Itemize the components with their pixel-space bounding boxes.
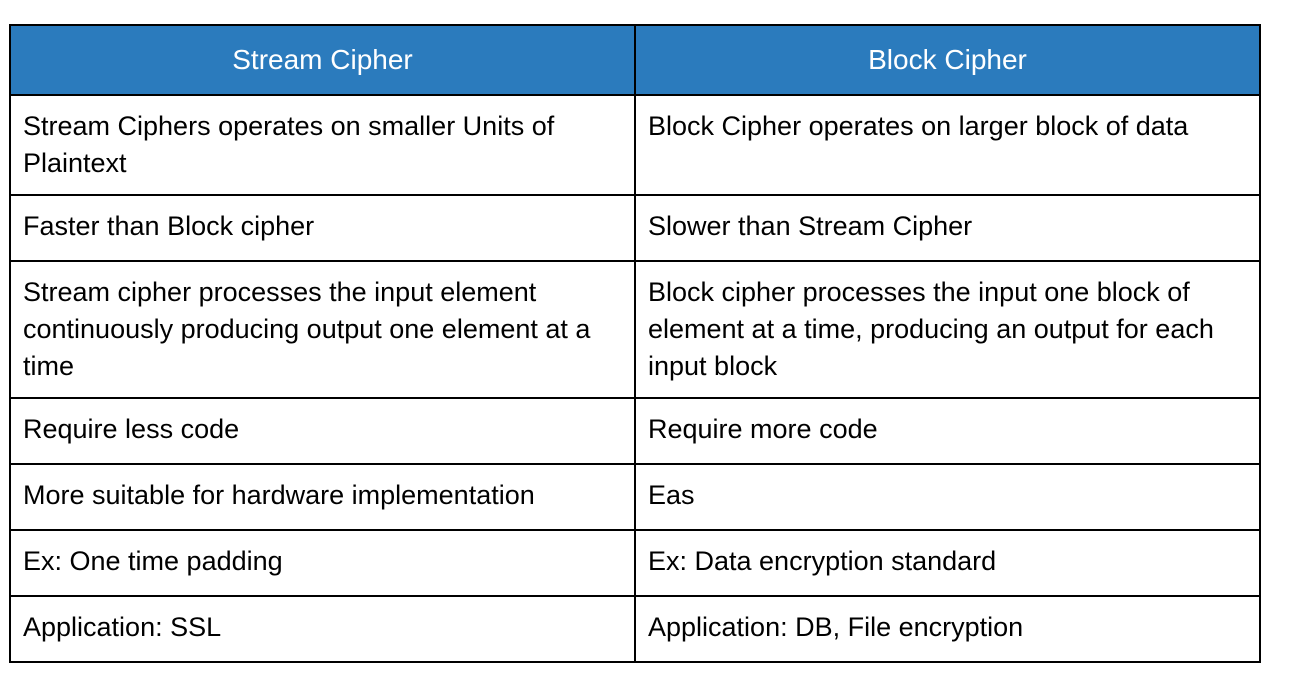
cell-block-cipher-6: Ex: Data encryption standard [634, 529, 1261, 597]
cell-stream-cipher-4: Require less code [9, 397, 636, 465]
table-row: Require less code Require more code [9, 397, 1261, 465]
cell-block-cipher-2: Slower than Stream Cipher [634, 194, 1261, 262]
cell-stream-cipher-6: Ex: One time padding [9, 529, 636, 597]
cell-stream-cipher-3: Stream cipher processes the input elemen… [9, 260, 636, 399]
table-row: Faster than Block cipher Slower than Str… [9, 194, 1261, 262]
table-row: Stream Ciphers operates on smaller Units… [9, 94, 1261, 196]
table-row: Stream cipher processes the input elemen… [9, 260, 1261, 399]
table-row: Application: SSL Application: DB, File e… [9, 595, 1261, 663]
cell-stream-cipher-7: Application: SSL [9, 595, 636, 663]
table-row: Ex: One time padding Ex: Data encryption… [9, 529, 1261, 597]
cell-block-cipher-7: Application: DB, File encryption [634, 595, 1261, 663]
table-body: Stream Ciphers operates on smaller Units… [9, 94, 1261, 663]
cell-block-cipher-5: Eas [634, 463, 1261, 531]
column-header-block-cipher: Block Cipher [634, 24, 1261, 96]
cell-stream-cipher-5: More suitable for hardware implementatio… [9, 463, 636, 531]
cell-block-cipher-3: Block cipher processes the input one blo… [634, 260, 1261, 399]
cell-stream-cipher-2: Faster than Block cipher [9, 194, 636, 262]
cell-block-cipher-1: Block Cipher operates on larger block of… [634, 94, 1261, 196]
cell-block-cipher-4: Require more code [634, 397, 1261, 465]
column-header-stream-cipher: Stream Cipher [9, 24, 636, 96]
table-header: Stream Cipher Block Cipher [9, 24, 1261, 96]
table-row: More suitable for hardware implementatio… [9, 463, 1261, 531]
cell-stream-cipher-1: Stream Ciphers operates on smaller Units… [9, 94, 636, 196]
table-header-row: Stream Cipher Block Cipher [9, 24, 1261, 96]
cipher-comparison-table: Stream Cipher Block Cipher Stream Cipher… [9, 24, 1261, 663]
